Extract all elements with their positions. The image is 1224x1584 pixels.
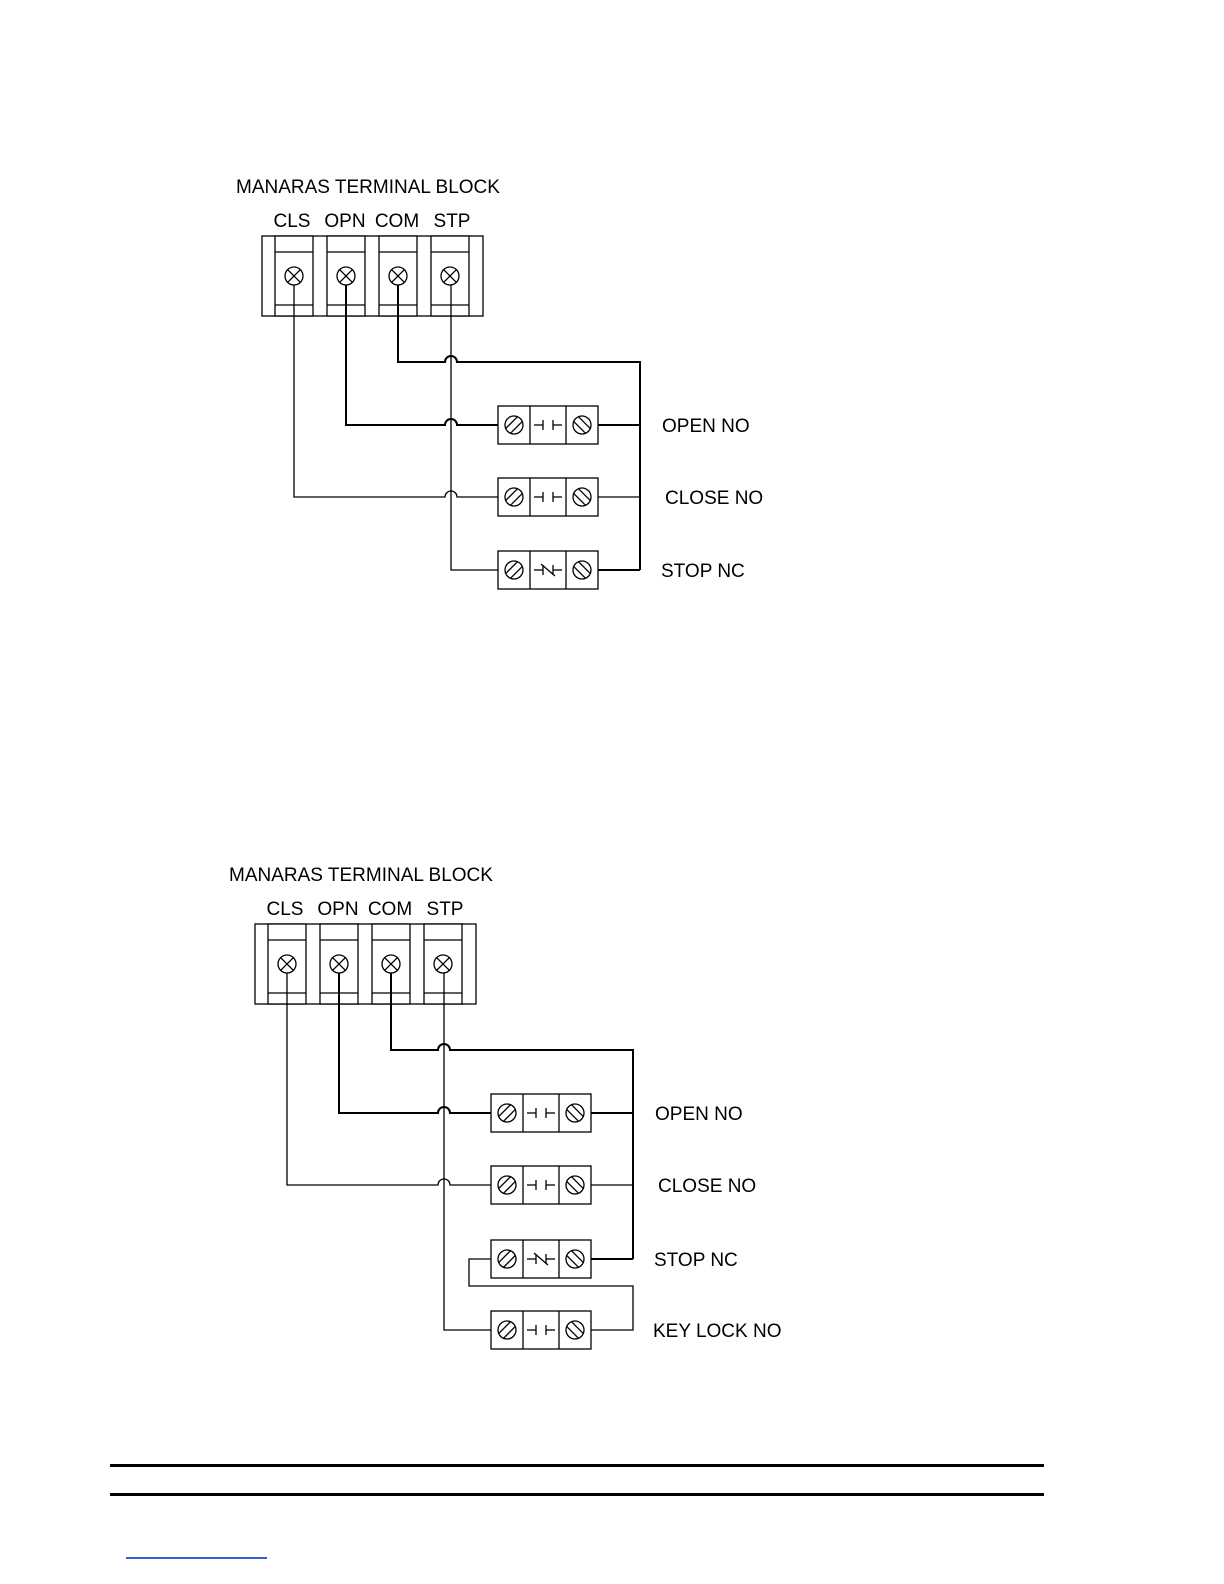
wiring-diagram-1: MANARAS TERMINAL BLOCK CLS OPN COM STP OPEN N… [236,177,763,589]
terminal-label-opn: OPN [317,899,358,920]
no-switch-block [498,406,598,444]
footer-link[interactable] [126,1557,267,1559]
terminal-label-cls: CLS [274,211,311,232]
cls-wire [287,973,491,1185]
switch-label-open-no: OPEN NO [655,1104,743,1125]
stp-wire [451,285,498,570]
switch-label-key-lock-no: KEY LOCK NO [653,1321,781,1342]
no-switch-block [498,478,598,516]
no-switch-block [491,1166,591,1204]
wiring-diagram-2: MANARAS TERMINAL BLOCK CLS OPN COM STP OPEN N… [229,865,781,1349]
terminal-label-opn: OPN [324,211,365,232]
terminal-block-title: MANARAS TERMINAL BLOCK [236,177,500,198]
nc-switch-block [491,1240,591,1278]
switch-label-close-no: CLOSE NO [665,488,763,509]
switch-label-close-no: CLOSE NO [658,1176,756,1197]
terminal-label-com: COM [375,211,419,232]
terminal-block [255,924,476,1004]
nc-switch-block [498,551,598,589]
terminal-block [262,236,483,316]
stp-wire [444,973,491,1330]
terminal-label-cls: CLS [267,899,304,920]
no-switch-block [491,1311,591,1349]
cls-wire [294,285,498,497]
switch-label-open-no: OPEN NO [662,416,750,437]
switch-label-stop-nc: STOP NC [654,1250,738,1271]
terminal-label-stp: STP [427,899,464,920]
no-switch-block [491,1094,591,1132]
footer-rule-bottom [110,1493,1044,1496]
footer-rule-top [110,1464,1044,1467]
terminal-label-com: COM [368,899,412,920]
terminal-label-stp: STP [434,211,471,232]
terminal-block-title: MANARAS TERMINAL BLOCK [229,865,493,886]
switch-label-stop-nc: STOP NC [661,561,745,582]
